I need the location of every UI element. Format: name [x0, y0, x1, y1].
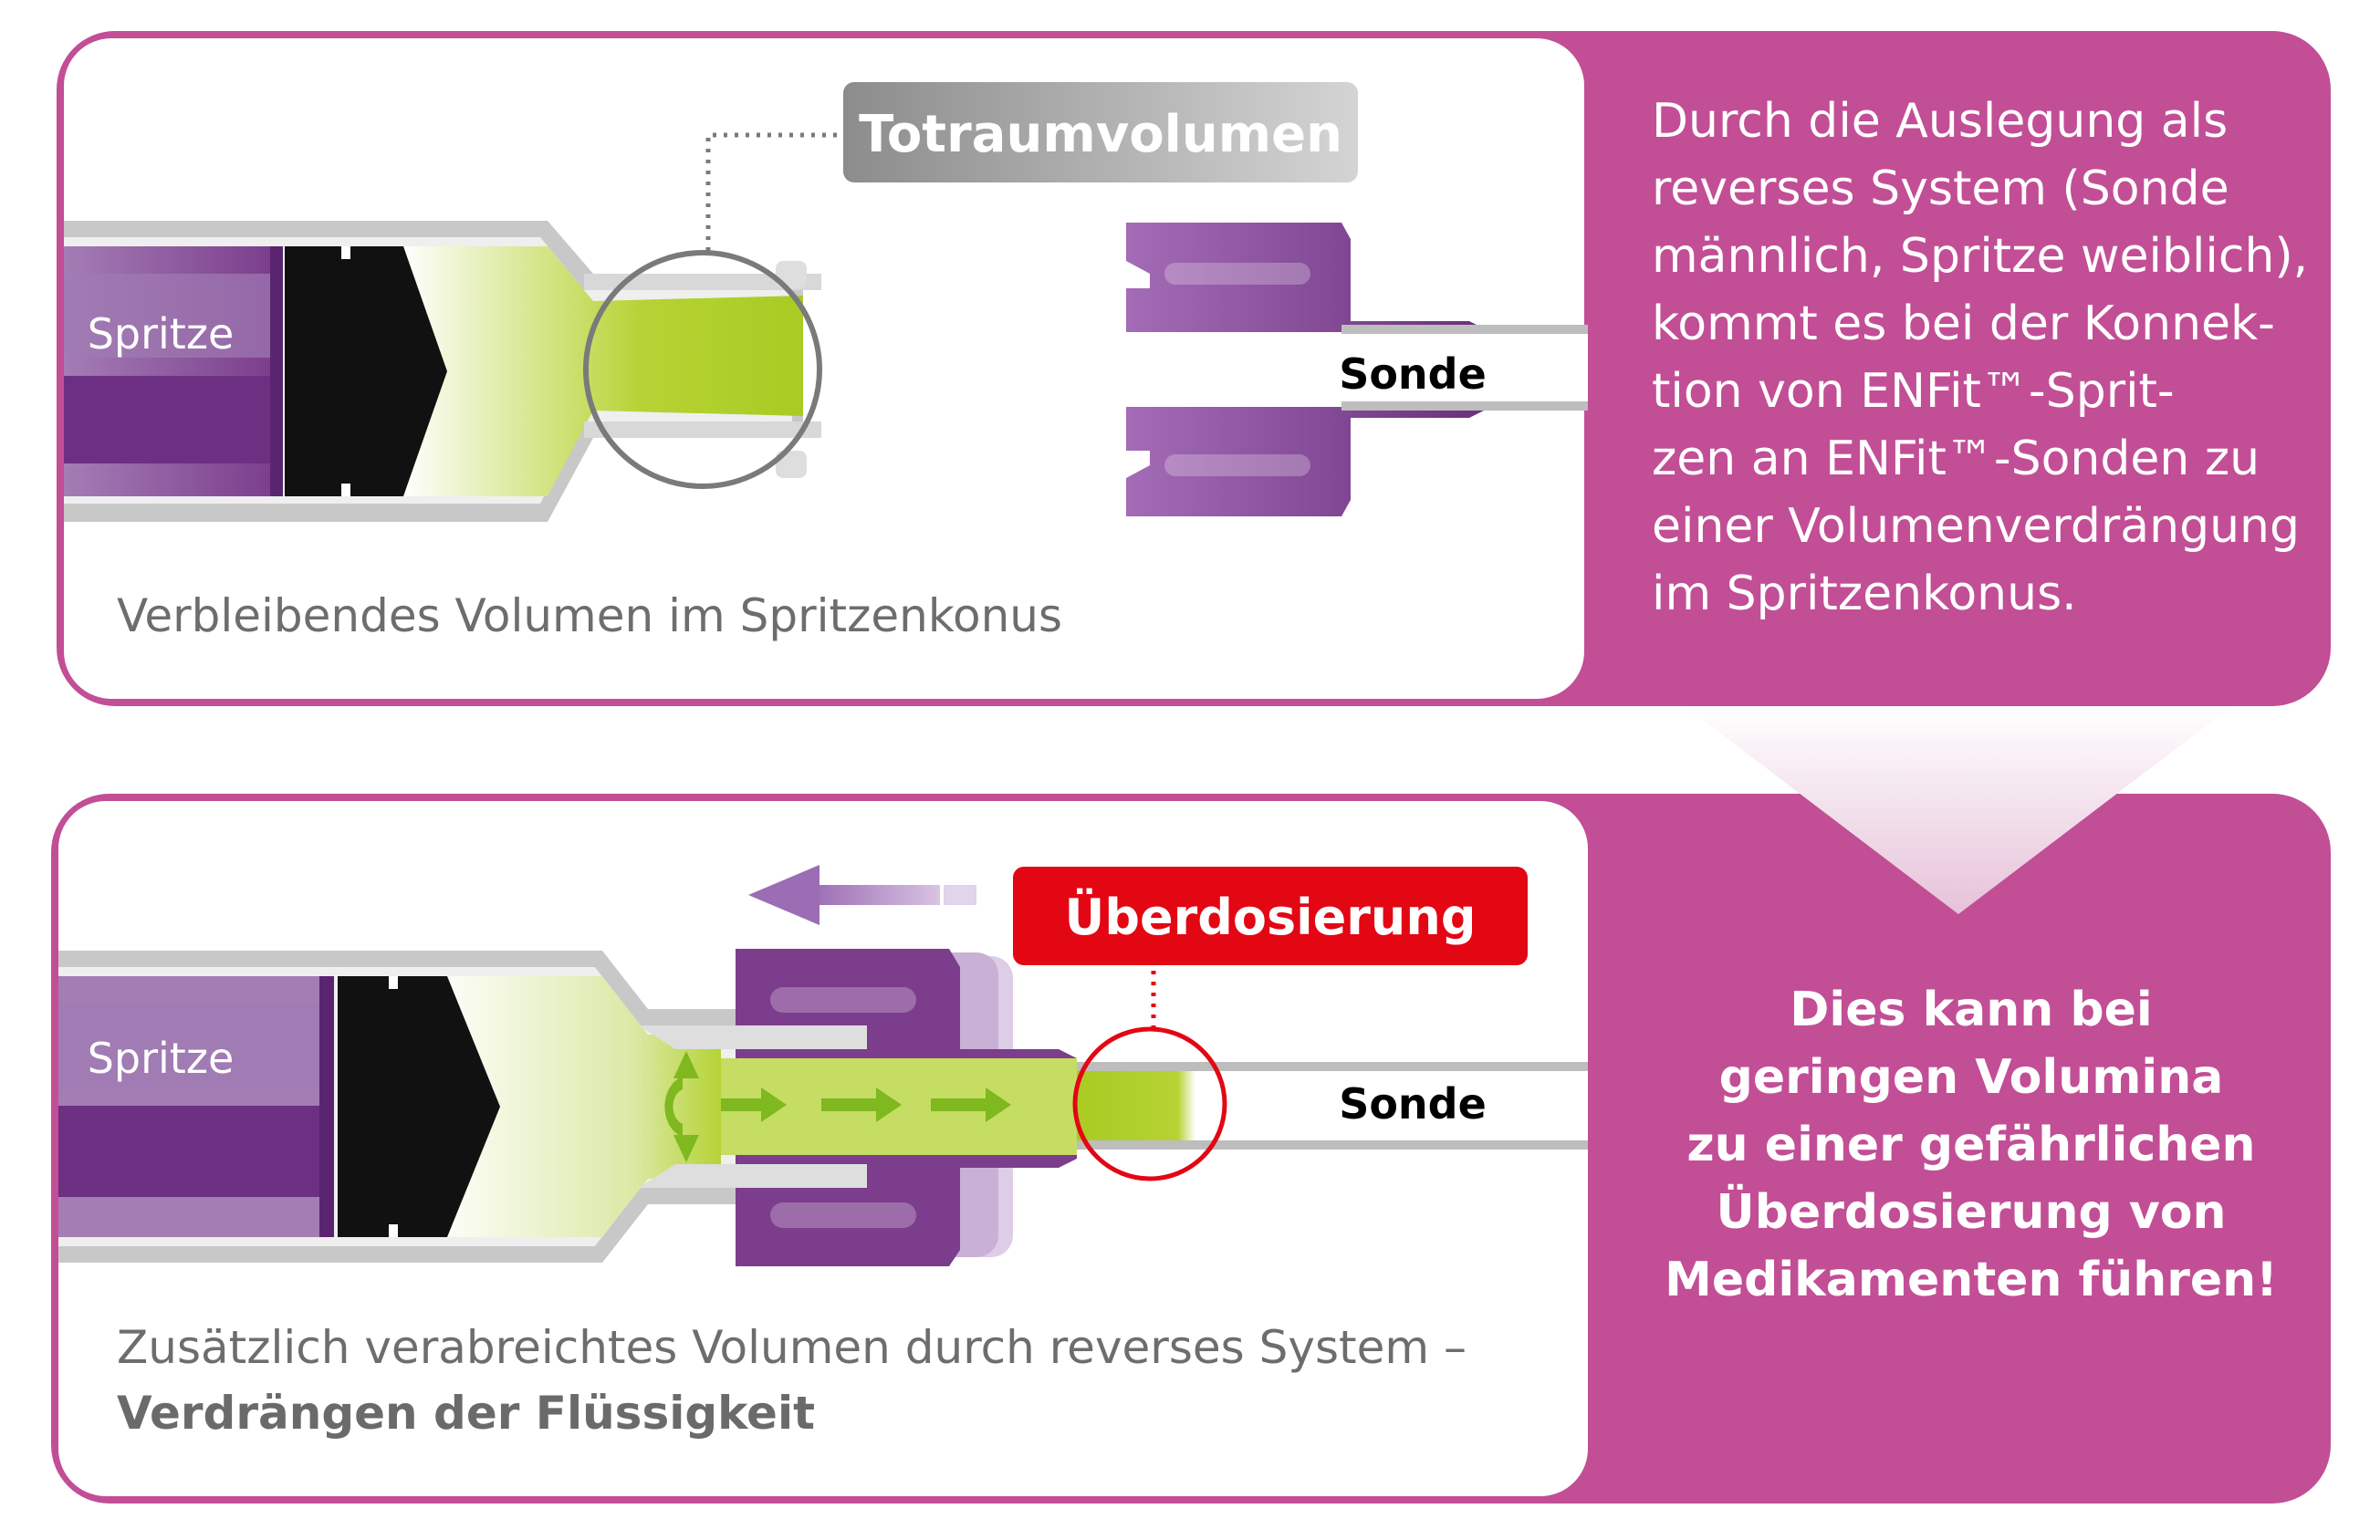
warning-line: Medikamenten führen!: [1665, 1253, 2278, 1307]
displacement-arrow: [748, 865, 976, 925]
top-caption: Verbleibendes Volumen im Spritzenkonus: [117, 589, 1063, 642]
top-probe-label: Sonde: [1339, 349, 1487, 399]
explanation-line: im Spritzenkonus.: [1652, 567, 2077, 621]
top-dotted-leader: [705, 132, 849, 251]
dead-space-circle: [583, 250, 822, 489]
warning-line: geringen Volumina: [1718, 1050, 2224, 1105]
ueberdosierung-label: Überdosierung: [1065, 889, 1477, 946]
overdose-circle: [1072, 1026, 1227, 1181]
warning-line: zu einer gefährlichen: [1686, 1118, 2256, 1172]
bottom-caption-line1: Zusätzlich verabreichtes Volumen durch r…: [117, 1321, 1467, 1374]
bottom-syringe-label: Spritze: [88, 1034, 235, 1083]
explanation-line: einer Volumenverdrängung: [1652, 499, 2301, 554]
explanation-line: tion von ENFit™-Sprit-: [1652, 364, 2175, 419]
explanation-line: zen an ENFit™-Sonden zu: [1652, 432, 2260, 486]
totraumvolumen-label: Totraumvolumen: [859, 105, 1342, 164]
flow-arrows: [664, 1051, 1011, 1162]
bottom-probe-label: Sonde: [1339, 1079, 1487, 1129]
explanation-line: reverses System (Sonde: [1652, 161, 2229, 216]
warning-line: Dies kann bei: [1790, 983, 2153, 1037]
bottom-warning: Dies kann bei geringen Volumina zu einer…: [1606, 976, 2336, 1314]
top-syringe-label: Spritze: [88, 309, 235, 359]
totraumvolumen-label-bg: [843, 82, 1358, 182]
ueberdosierung-label-bg: [1013, 867, 1528, 965]
top-explanation: Durch die Auslegung als reverses System …: [1652, 88, 2327, 628]
warning-line: Überdosierung von: [1716, 1185, 2227, 1240]
explanation-line: Durch die Auslegung als: [1652, 94, 2229, 149]
top-probe-connector: [1126, 223, 1488, 516]
bottom-caption-line2: Verdrängen der Flüssigkeit: [117, 1387, 815, 1440]
explanation-line: männlich, Spritze weiblich),: [1652, 229, 2309, 284]
top-syringe: [64, 221, 821, 522]
explanation-line: kommt es bei der Konnek-: [1652, 297, 2275, 351]
